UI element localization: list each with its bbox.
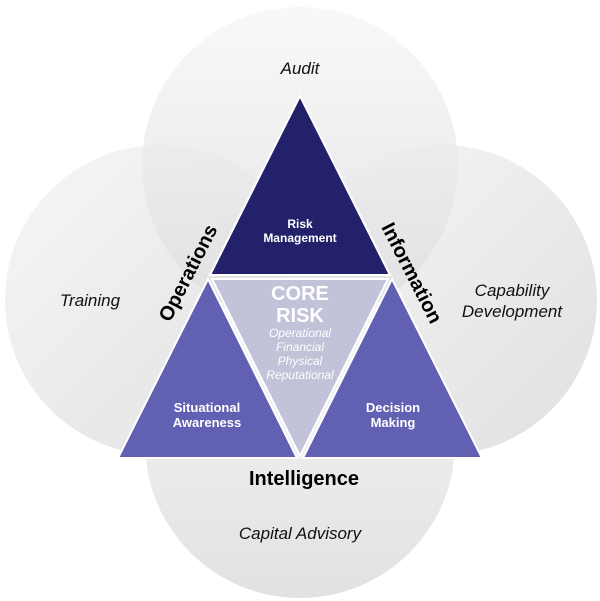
situational-awareness-line2: Awareness [173,415,241,430]
label-capital-advisory: Capital Advisory [239,524,363,543]
situational-awareness-line1: Situational [174,400,240,415]
core-risk-title-line2: RISK [276,305,324,327]
triangle-decision-making [301,276,484,459]
label-training: Training [60,291,121,310]
core-risk-item: Operational [269,326,331,340]
triangle-core-risk [210,278,390,459]
triangle-situational-awareness [116,276,299,459]
side-intelligence: Intelligence [249,468,359,490]
triangle-risk-management [208,93,392,276]
risk-management-line1: Risk [287,217,313,231]
label-development: Development [462,302,563,321]
label-capability: Capability [475,281,551,300]
core-risk-item: Physical [278,354,323,368]
decision-making-line1: Decision [366,400,420,415]
risk-management-line2: Management [263,231,336,245]
core-risk-item: Reputational [266,368,334,382]
core-risk-title-line1: CORE [271,283,329,305]
decision-making-line2: Making [371,415,416,430]
label-audit: Audit [280,59,321,78]
core-risk-item: Financial [276,340,324,354]
